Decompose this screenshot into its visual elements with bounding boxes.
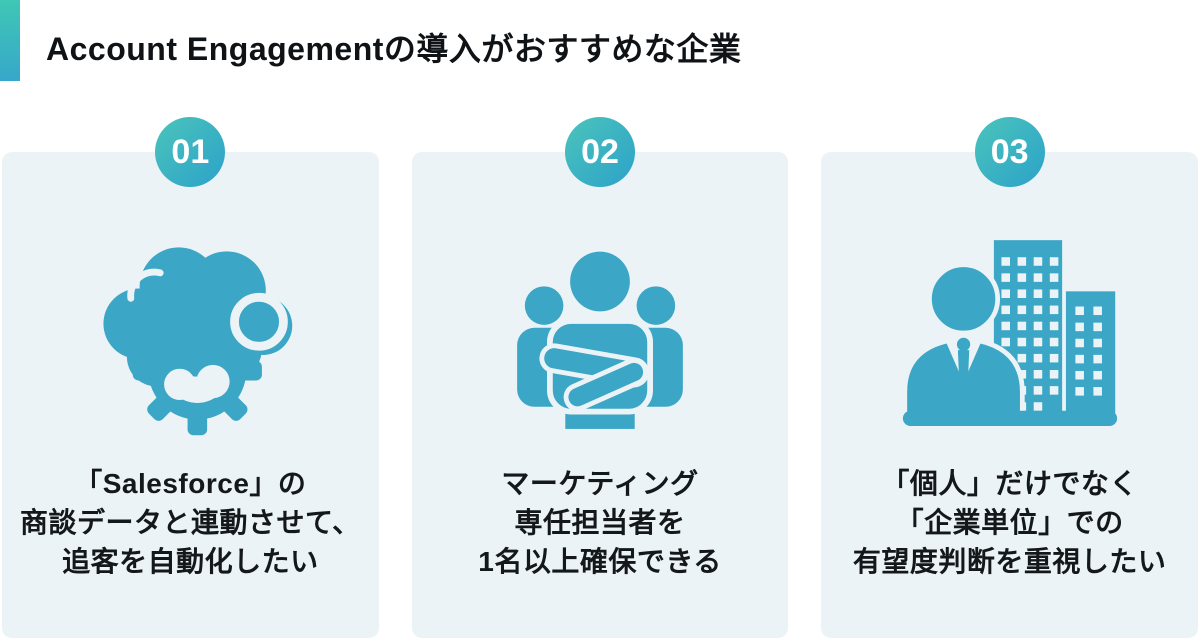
card-text-line: 商談データと連動させて、 [20, 507, 361, 538]
businessman-building-icon [821, 214, 1198, 454]
card-account-scoring: 03 [821, 117, 1199, 638]
card-text-line: 専任担当者を [514, 507, 686, 538]
card-list: 01 [2, 117, 1199, 638]
card-text-line: 「Salesforce」の [74, 468, 307, 499]
card-salesforce-sync: 01 [2, 117, 379, 638]
badge-02: 02 [565, 117, 635, 187]
page-title: Account Engagementの導入がおすすめな企業 [46, 31, 742, 67]
card-text-line: 1名以上確保できる [478, 546, 722, 577]
card-text-line: 追客を自動化したい [62, 546, 319, 577]
team-crossed-arms-icon [412, 214, 789, 454]
badge-01: 01 [155, 117, 226, 187]
card-text: マーケティング 専任担当者を 1名以上確保できる [412, 464, 789, 581]
accent-bar [0, 0, 20, 81]
card-marketing-staff: 02 [411, 117, 789, 638]
card-text-line: 「企業単位」での [895, 507, 1124, 538]
card-text-line: 「個人」だけでなく [881, 468, 1138, 499]
card-text-line: 有望度判断を重視したい [852, 546, 1167, 577]
badge-03: 03 [974, 117, 1045, 187]
card-text: 「個人」だけでなく 「企業単位」での 有望度判断を重視したい [821, 464, 1198, 581]
cloud-gear-icon [2, 214, 379, 454]
card-text-line: マーケティング [501, 468, 699, 499]
card-text: 「Salesforce」の 商談データと連動させて、 追客を自動化したい [2, 464, 379, 581]
